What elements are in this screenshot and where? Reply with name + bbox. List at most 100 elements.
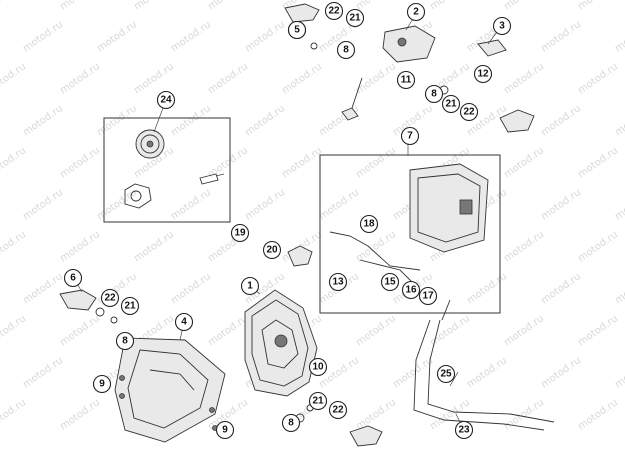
callout-8: 8: [424, 84, 444, 104]
watermark-text: motod.ru: [539, 355, 583, 390]
watermark-text: motod.ru: [58, 0, 102, 12]
watermark-text: motod.ru: [132, 61, 176, 96]
watermark-text: motod.ru: [539, 187, 583, 222]
inset-frame-24: [103, 117, 231, 223]
callout-label: 15: [384, 277, 396, 288]
callout-22: 22: [459, 102, 479, 122]
watermark-text: motod.ru: [354, 0, 398, 12]
watermark-text: motod.ru: [0, 313, 28, 348]
watermark-text: motod.ru: [95, 103, 139, 138]
callout-label: 13: [332, 277, 344, 288]
watermark-text: motod.ru: [243, 103, 287, 138]
watermark-text: motod.ru: [0, 229, 28, 264]
callout-label: 22: [332, 405, 344, 416]
watermark-text: motod.ru: [206, 61, 250, 96]
watermark-text: motod.ru: [0, 397, 28, 432]
callout-3: 3: [492, 16, 512, 36]
callout-12: 12: [473, 64, 493, 84]
callout-label: 16: [405, 285, 417, 296]
watermark-text: motod.ru: [576, 61, 620, 96]
watermark-text: motod.ru: [169, 103, 213, 138]
watermark-text: motod.ru: [206, 0, 250, 12]
watermark-text: motod.ru: [576, 145, 620, 180]
watermark-text: motod.ru: [280, 145, 324, 180]
watermark-text: motod.ru: [354, 313, 398, 348]
callout-label: 8: [431, 89, 437, 100]
callout-label: 22: [104, 293, 116, 304]
watermark-text: motod.ru: [0, 145, 28, 180]
callout-label: 17: [422, 291, 434, 302]
watermark-text: motod.ru: [58, 397, 102, 432]
callout-label: 9: [99, 379, 105, 390]
watermark-text: motod.ru: [576, 0, 620, 12]
callout-label: 21: [349, 13, 361, 24]
callout-label: 6: [70, 273, 76, 284]
callout-8: 8: [336, 40, 356, 60]
callout-21: 21: [308, 391, 328, 411]
watermark-text: motod.ru: [243, 187, 287, 222]
top-bracket: [341, 25, 507, 121]
watermark-text: motod.ru: [354, 61, 398, 96]
watermark-text: motod.ru: [21, 187, 65, 222]
callout-label: 2: [413, 7, 419, 18]
callout-1: 1: [240, 276, 260, 296]
callout-6: 6: [63, 268, 83, 288]
bulb-20: [287, 245, 313, 267]
callout-7: 7: [400, 126, 420, 146]
callout-label: 25: [440, 369, 452, 380]
watermark-text: motod.ru: [576, 229, 620, 264]
watermark-text: motod.ru: [613, 103, 625, 138]
watermark-text: motod.ru: [539, 19, 583, 54]
watermark-text: motod.ru: [539, 103, 583, 138]
callout-label: 23: [458, 425, 470, 436]
callout-21: 21: [441, 94, 461, 114]
watermark-text: motod.ru: [502, 229, 546, 264]
callout-23: 23: [454, 420, 474, 440]
watermark-text: motod.ru: [169, 187, 213, 222]
callout-22: 22: [324, 1, 344, 21]
watermark-text: motod.ru: [502, 313, 546, 348]
watermark-text: motod.ru: [58, 313, 102, 348]
watermark-text: motod.ru: [243, 19, 287, 54]
callout-label: 5: [294, 25, 300, 36]
headlight-unit: [244, 289, 318, 397]
watermark-text: motod.ru: [354, 229, 398, 264]
callout-label: 24: [160, 95, 172, 106]
watermark-text: motod.ru: [58, 145, 102, 180]
callout-10: 10: [308, 357, 328, 377]
watermark-text: motod.ru: [21, 271, 65, 306]
callout-label: 9: [222, 425, 228, 436]
callout-22: 22: [100, 288, 120, 308]
hardware: [95, 27, 460, 431]
callout-16: 16: [401, 280, 421, 300]
indicator-rear: [349, 425, 383, 447]
horn-assembly: [124, 129, 225, 209]
callout-21: 21: [120, 296, 140, 316]
callout-label: 8: [288, 418, 294, 429]
watermark-text: motod.ru: [58, 229, 102, 264]
watermark-text: motod.ru: [21, 19, 65, 54]
watermark-text: motod.ru: [169, 19, 213, 54]
watermark-text: motod.ru: [613, 187, 625, 222]
watermark-text: motod.ru: [132, 229, 176, 264]
watermark-text: motod.ru: [502, 61, 546, 96]
callout-label: 8: [122, 336, 128, 347]
watermark-text: motod.ru: [317, 103, 361, 138]
callout-25: 25: [436, 364, 456, 384]
callout-label: 21: [124, 301, 136, 312]
callout-4: 4: [174, 312, 194, 332]
callout-label: 1: [247, 281, 253, 292]
callout-label: 11: [401, 75, 412, 86]
watermark-text: motod.ru: [613, 19, 625, 54]
callout-17: 17: [418, 286, 438, 306]
callout-label: 22: [463, 107, 475, 118]
callout-label: 21: [312, 396, 324, 407]
watermark-text: motod.ru: [465, 271, 509, 306]
watermark-text: motod.ru: [613, 271, 625, 306]
callout-20: 20: [262, 240, 282, 260]
callout-label: 20: [266, 245, 278, 256]
watermark-text: motod.ru: [428, 0, 472, 12]
watermark-text: motod.ru: [428, 313, 472, 348]
callout-label: 21: [445, 99, 457, 110]
